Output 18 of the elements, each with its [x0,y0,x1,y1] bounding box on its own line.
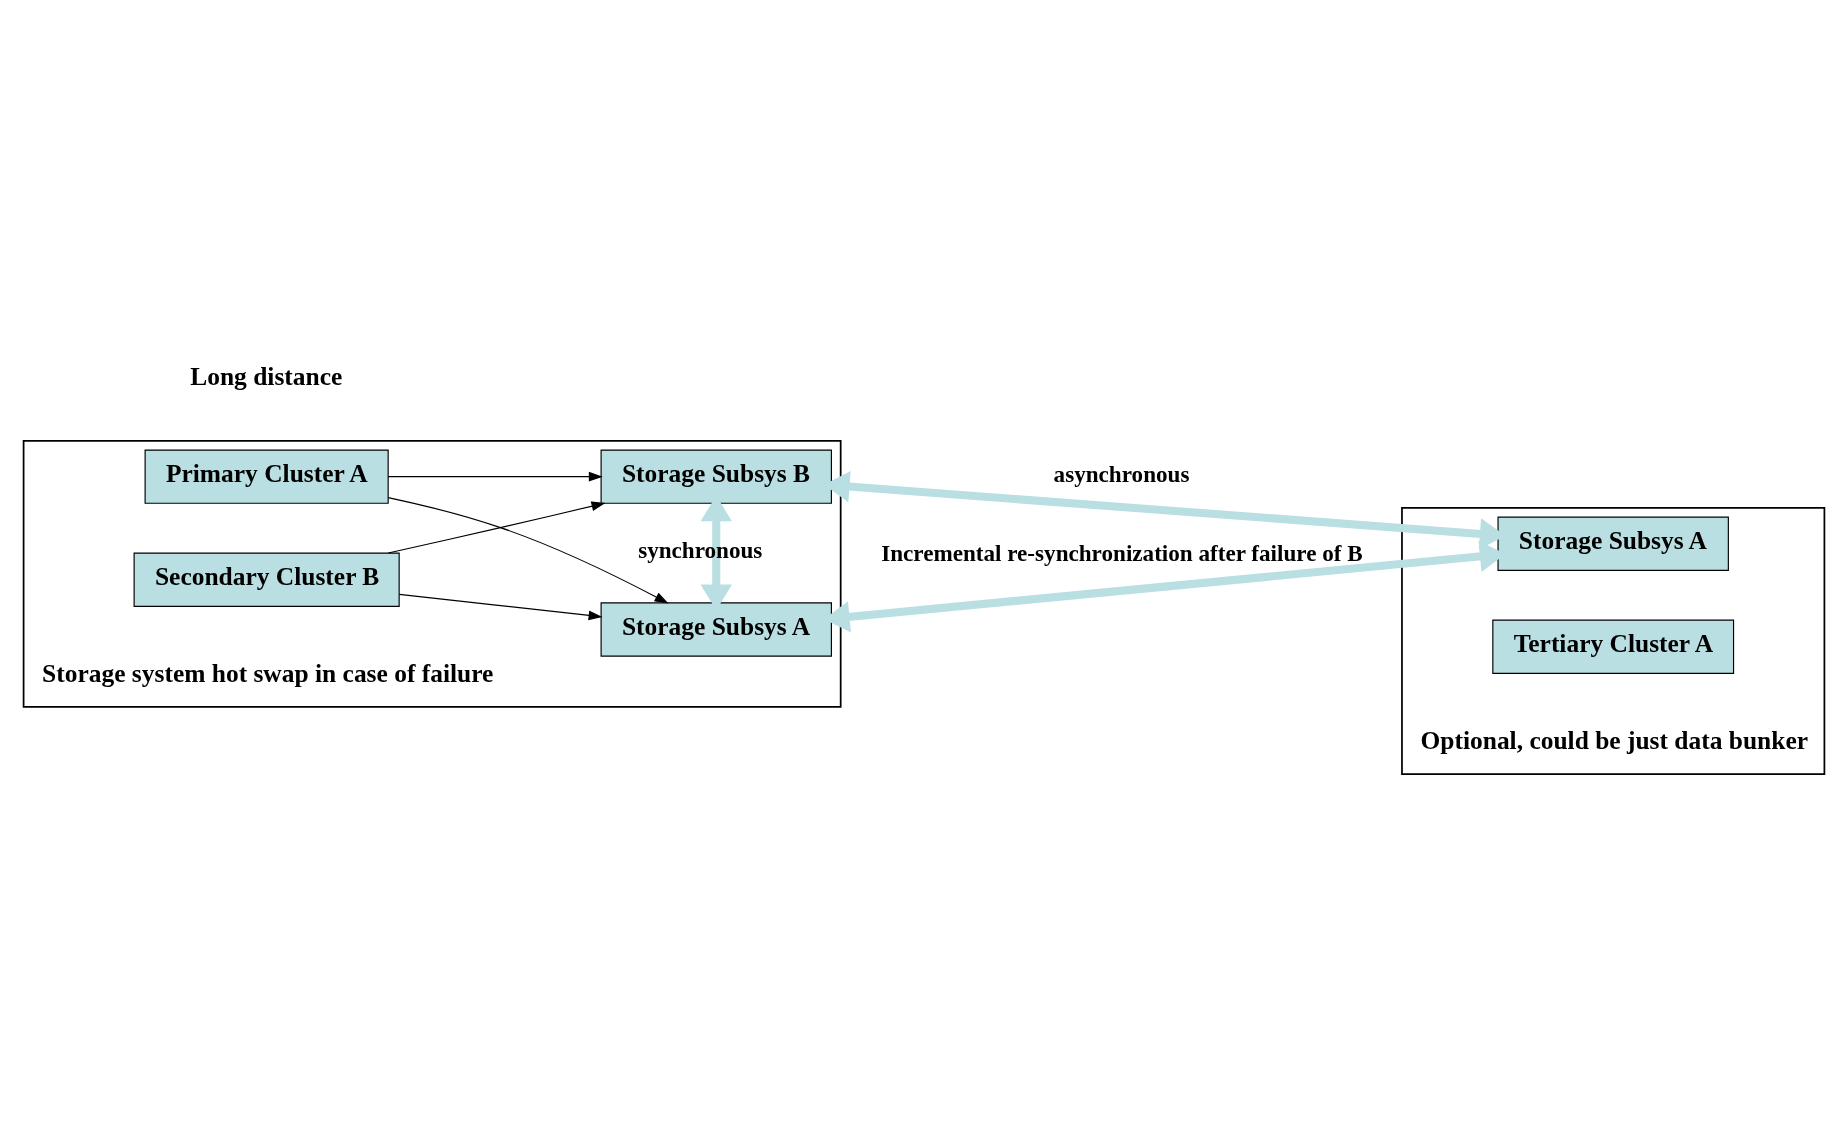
edge-label: synchronous [638,536,763,563]
node-box: Storage Subsys A [1497,516,1729,571]
node-box: Primary Cluster A [144,449,389,504]
label: Storage system hot swap in case of failure [42,658,494,688]
arrow [387,500,606,554]
node-box: Storage Subsys A [600,601,832,657]
label: Optional, could be just data bunker [1420,725,1809,755]
cluster [22,439,842,708]
arrow [387,471,603,482]
node-box: Storage Subsys B [600,449,832,504]
edge-label: Incremental re-synchronization after failure of B [881,539,1363,566]
cluster [1401,506,1826,775]
edge-label: asynchronous [1053,460,1190,487]
label: Long distance [190,361,343,391]
node-box: Secondary Cluster B [133,551,400,607]
arrow [387,496,669,604]
node-box: Tertiary Cluster A [1492,619,1735,674]
arrow [398,593,603,620]
